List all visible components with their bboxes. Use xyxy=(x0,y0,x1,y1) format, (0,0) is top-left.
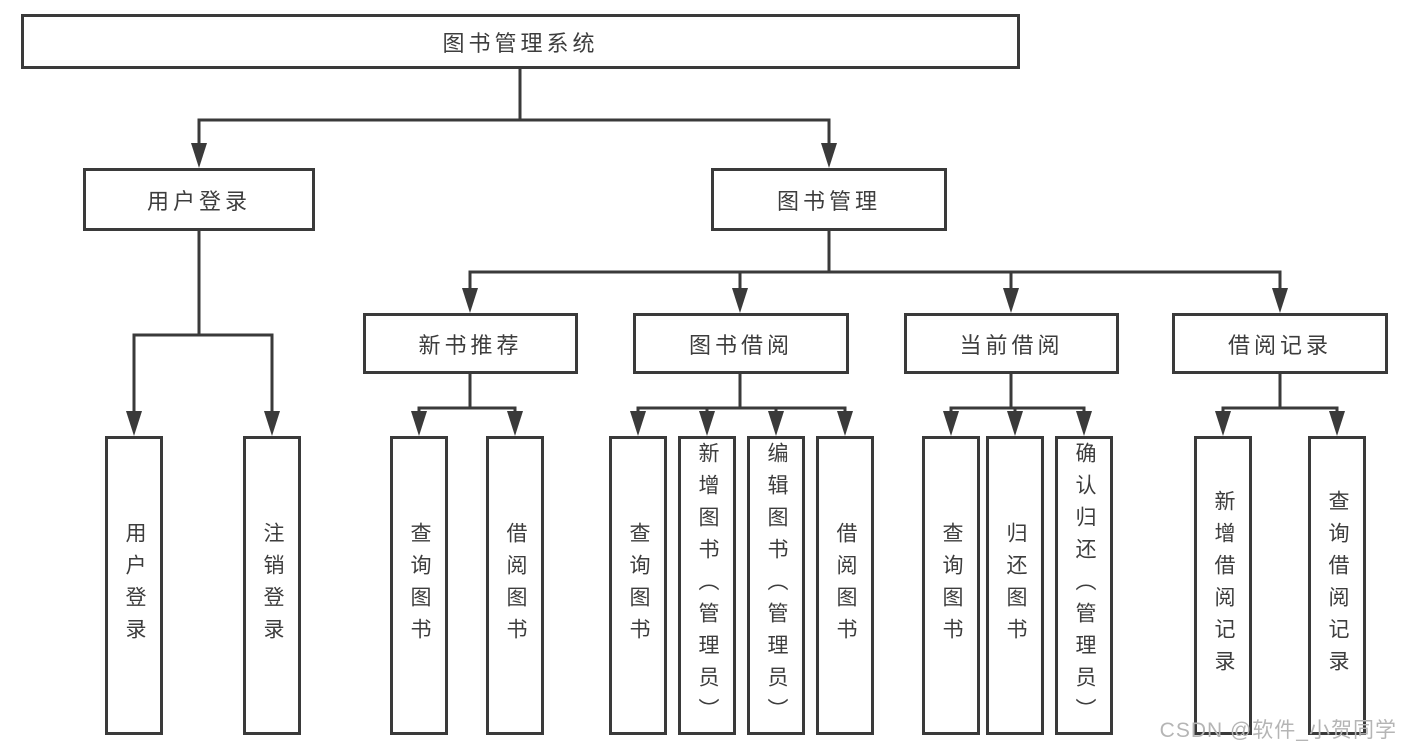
connector-root-branch xyxy=(197,68,831,145)
leaf-borrow-query-book: 查询图书 xyxy=(609,436,667,735)
connector-book-borrow-branch xyxy=(636,374,847,413)
connector-borrow-records-branch xyxy=(1221,374,1339,413)
leaf-current-query-book: 查询图书 xyxy=(922,436,980,735)
connector-current-borrow-branch xyxy=(949,374,1086,413)
leaf-current-return-book: 归还图书 xyxy=(986,436,1044,735)
leaf-borrow-edit-book-admin: 编辑图书（管理员） xyxy=(747,436,805,735)
leaf-records-add-record: 新增借阅记录 xyxy=(1194,436,1252,735)
arrowhead-leaf-user-login xyxy=(126,411,142,436)
arrowhead-book-management xyxy=(821,143,837,168)
arrowhead-book-borrow xyxy=(732,288,748,313)
leaf-borrow-add-book-admin: 新增图书（管理员） xyxy=(678,436,736,735)
arrowhead-borrow-records xyxy=(1272,288,1288,313)
leaf-logout-login: 注销登录 xyxy=(243,436,301,735)
leaf-records-query-record: 查询借阅记录 xyxy=(1308,436,1366,735)
arrowhead-leaf-records-add xyxy=(1215,411,1231,436)
arrowhead-leaf-current-confirm xyxy=(1076,411,1092,436)
connector-new-book-recommend-branch xyxy=(417,374,517,413)
node-book-borrow: 图书借阅 xyxy=(633,313,849,374)
arrowhead-new-book-recommend xyxy=(462,288,478,313)
arrowhead-leaf-logout xyxy=(264,411,280,436)
arrowhead-leaf-current-return xyxy=(1007,411,1023,436)
node-borrow-records: 借阅记录 xyxy=(1172,313,1388,374)
arrowhead-leaf-borrow-borrow xyxy=(837,411,853,436)
node-user-login: 用户登录 xyxy=(83,168,315,231)
arrowhead-leaf-recommend-query xyxy=(411,411,427,436)
node-new-book-recommend: 新书推荐 xyxy=(363,313,578,374)
leaf-recommend-borrow-book: 借阅图书 xyxy=(486,436,544,735)
leaf-current-confirm-return-admin: 确认归还（管理员） xyxy=(1055,436,1113,735)
arrowhead-leaf-current-query xyxy=(943,411,959,436)
arrowhead-current-borrow xyxy=(1003,288,1019,313)
arrowhead-leaf-recommend-borrow xyxy=(507,411,523,436)
arrowhead-user-login xyxy=(191,143,207,168)
leaf-recommend-query-book: 查询图书 xyxy=(390,436,448,735)
arrowhead-leaf-borrow-add xyxy=(699,411,715,436)
arrowhead-leaf-borrow-edit xyxy=(768,411,784,436)
leaf-borrow-borrow-book: 借阅图书 xyxy=(816,436,874,735)
arrowhead-leaf-records-query xyxy=(1329,411,1345,436)
leaf-user-login: 用户登录 xyxy=(105,436,163,735)
connector-user-login-branch xyxy=(132,231,274,413)
node-current-borrow: 当前借阅 xyxy=(904,313,1119,374)
arrowhead-leaf-borrow-query xyxy=(630,411,646,436)
watermark: CSDN @软件_小贺同学 xyxy=(1159,719,1397,742)
connector-book-management-branch xyxy=(468,231,1282,290)
node-root: 图书管理系统 xyxy=(21,14,1020,69)
node-book-management: 图书管理 xyxy=(711,168,947,231)
